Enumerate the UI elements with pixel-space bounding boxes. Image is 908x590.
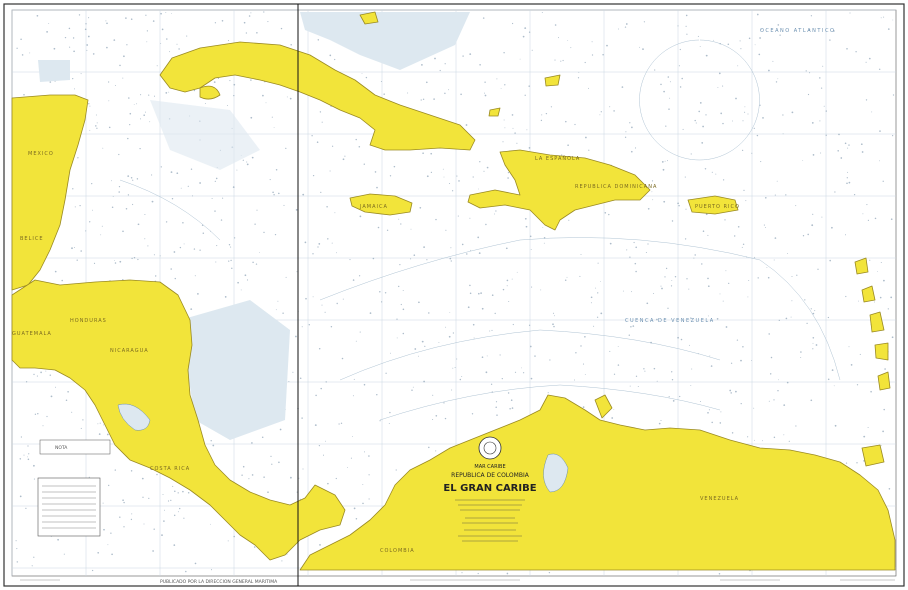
title-block: MAR CARIBE REPUBLICA DE COLOMBIA EL GRAN… [443,436,537,542]
central-america [11,279,346,561]
jamaica-island [349,193,413,216]
title-line-2: REPUBLICA DE COLOMBIA [451,472,530,479]
label-la-espanola: LA ESPAÑOLA [535,155,580,162]
label-puerto-rico: PUERTO RICO [695,204,740,210]
label-guatemala: GUATEMALA [12,331,52,337]
label-mexico: MEXICO [28,151,54,157]
hispaniola-island [467,149,651,231]
label-colombia: COLOMBIA [380,548,415,554]
depth-contours [119,39,841,421]
label-venezuela: VENEZUELA [700,496,739,502]
footer-note: PUBLICADO POR LA DIRECCION GENERAL MARIT… [160,579,278,585]
lake-nicaragua [117,403,151,431]
puerto-rico-island [687,195,739,215]
label-honduras: HONDURAS [70,318,107,324]
cuba-island [159,41,476,151]
label-republica-dominicana: REPUBLICA DOMINICANA [575,184,657,190]
label-caribbean-basin: CUENCA DE VENEZUELA [625,318,715,324]
scale-note-box [39,439,111,455]
title-line-3: EL GRAN CARIBE [443,483,536,494]
label-jamaica: JAMAICA [359,204,388,210]
land-masses [11,11,896,571]
label-atlantic: OCEANO ATLANTICO [760,28,835,34]
label-belize: BELICE [20,236,44,242]
title-line-1: MAR CARIBE [474,464,505,470]
emblem-icon [478,436,502,460]
isla-juventud [199,85,221,100]
south-america [299,394,896,571]
lake-maracaibo [543,453,569,493]
label-costa-rica: COSTA RICA [150,466,190,472]
legend-box: NOTA [37,439,111,537]
note-label: NOTA [55,445,68,451]
shallow-water [38,12,565,491]
yucatan-peninsula [11,94,89,291]
label-nicaragua: NICARAGUA [110,348,149,354]
